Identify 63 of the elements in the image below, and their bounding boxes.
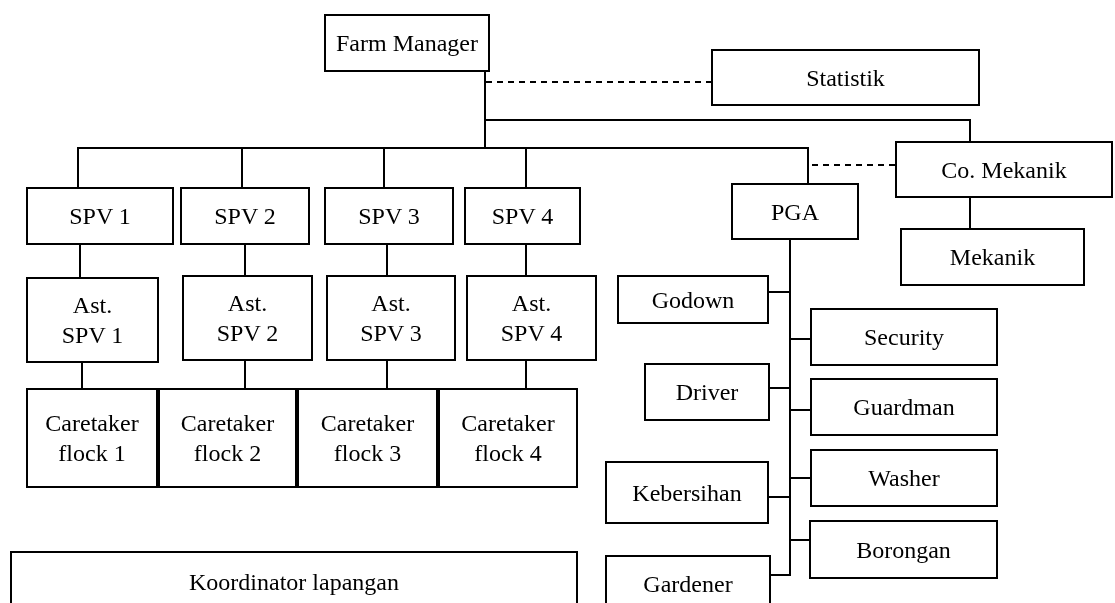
role-label: Security bbox=[864, 323, 944, 352]
role-box bbox=[438, 388, 578, 488]
role-box bbox=[180, 187, 310, 245]
role-box bbox=[26, 187, 174, 245]
role-label: SPV 1 bbox=[69, 202, 131, 231]
role-box bbox=[10, 551, 578, 603]
connector-line bbox=[244, 244, 246, 276]
role-label: SPV 2 bbox=[214, 202, 276, 231]
role-box bbox=[810, 378, 998, 436]
role-box bbox=[464, 187, 581, 245]
role-label: SPV 4 bbox=[491, 202, 554, 231]
role-box bbox=[810, 308, 998, 366]
role-box bbox=[26, 388, 158, 488]
role-label: Godown bbox=[651, 285, 735, 315]
role-box bbox=[810, 449, 998, 507]
connector-line bbox=[244, 360, 246, 389]
role-box bbox=[617, 275, 769, 324]
role-box bbox=[900, 228, 1085, 286]
role-box bbox=[297, 388, 438, 488]
role-label: Ast. SPV 1 bbox=[60, 291, 125, 350]
connector-line bbox=[386, 244, 388, 276]
role-box bbox=[324, 14, 490, 72]
role-box bbox=[605, 555, 771, 603]
role-label: Gardener bbox=[643, 570, 733, 599]
role-box bbox=[605, 461, 769, 524]
role-label: Ast. SPV 4 bbox=[499, 289, 564, 348]
role-box bbox=[182, 275, 313, 361]
role-label: Caretaker flock 2 bbox=[179, 409, 276, 468]
connector-line bbox=[525, 244, 527, 276]
role-box bbox=[711, 49, 980, 106]
role-label: Farm Manager bbox=[336, 29, 478, 58]
connector-line bbox=[525, 360, 527, 389]
role-box bbox=[324, 187, 454, 245]
role-label: Washer bbox=[868, 464, 940, 493]
role-label: SPV 3 bbox=[358, 202, 420, 231]
connector-line bbox=[969, 197, 971, 229]
role-label: Caretaker flock 4 bbox=[460, 409, 556, 468]
role-label: Koordinator lapangan bbox=[189, 568, 399, 597]
role-box bbox=[326, 275, 456, 361]
role-label: Caretaker flock 1 bbox=[44, 409, 140, 468]
role-box bbox=[158, 388, 297, 488]
role-label: Ast. SPV 3 bbox=[359, 289, 423, 348]
role-box bbox=[731, 183, 859, 240]
role-label: Statistik bbox=[806, 63, 885, 93]
role-box bbox=[809, 520, 998, 579]
connector-line bbox=[386, 360, 388, 389]
role-label: Borongan bbox=[856, 535, 951, 565]
role-label: Mekanik bbox=[949, 243, 1036, 272]
role-label: Caretaker flock 3 bbox=[319, 409, 416, 468]
role-label: Driver bbox=[675, 378, 739, 407]
role-box bbox=[644, 363, 770, 421]
dashed-connector bbox=[807, 164, 896, 184]
role-label: Ast. SPV 2 bbox=[215, 289, 280, 348]
role-box bbox=[26, 277, 159, 363]
connector-line bbox=[770, 239, 791, 576]
role-box bbox=[466, 275, 597, 361]
connector-line bbox=[79, 244, 81, 278]
role-label: Co. Mekanik bbox=[941, 155, 1067, 185]
role-label: Guardman bbox=[853, 393, 955, 422]
role-box bbox=[895, 141, 1113, 198]
connector-line bbox=[81, 362, 83, 389]
role-label: Kebersihan bbox=[632, 478, 742, 508]
role-label: PGA bbox=[771, 197, 819, 227]
